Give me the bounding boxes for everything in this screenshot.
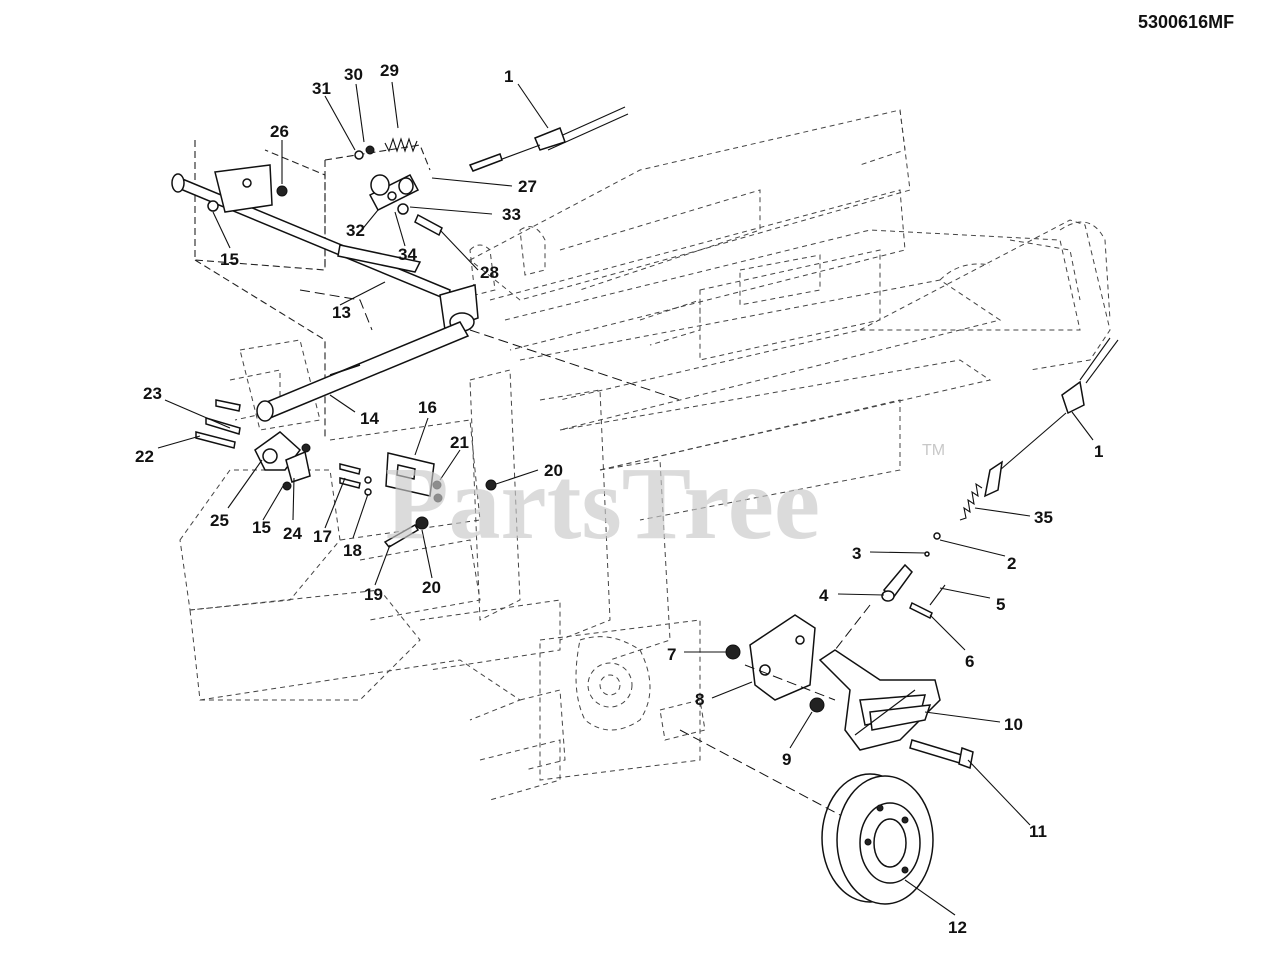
- callout-20-upper: 20: [544, 461, 563, 480]
- bracket-27: [368, 174, 443, 237]
- callout-27: 27: [518, 177, 537, 196]
- diagram-code: 5300616MF: [1138, 12, 1234, 32]
- callout-25: 25: [210, 511, 229, 530]
- callout-16: 16: [418, 398, 437, 417]
- callout-1-top: 1: [504, 67, 513, 86]
- cable-1-top: [468, 106, 629, 172]
- callout-labels: 1 29 30 31 26 27 33 32 34 28 15 13 14 23…: [135, 61, 1103, 937]
- callout-leaders: [157, 81, 1094, 916]
- callout-31: 31: [312, 79, 331, 98]
- callout-18: 18: [343, 541, 362, 560]
- brake-disc-12: [821, 773, 934, 905]
- nuts-upper: [207, 185, 288, 212]
- callout-11: 11: [1029, 822, 1047, 841]
- callout-10: 10: [1004, 715, 1023, 734]
- callout-21: 21: [450, 433, 469, 452]
- spring-35: [924, 482, 983, 557]
- callout-20-lower: 20: [422, 578, 441, 597]
- watermark-trademark: TM: [922, 442, 945, 459]
- shaft-14: [256, 289, 470, 422]
- callout-32: 32: [346, 221, 365, 240]
- bracket-8: [725, 614, 816, 701]
- callout-13: 13: [332, 303, 351, 322]
- callout-34: 34: [398, 245, 417, 264]
- callout-3: 3: [852, 544, 861, 563]
- alignment-lines: [469, 329, 871, 816]
- cable-1-right: [983, 337, 1119, 498]
- plate-16: [339, 452, 497, 548]
- callout-30: 30: [344, 65, 363, 84]
- callout-28: 28: [480, 263, 499, 282]
- spring-29: [354, 137, 418, 160]
- callout-29: 29: [380, 61, 399, 80]
- callout-15-lower: 15: [252, 518, 271, 537]
- watermark-text: PartsTree: [385, 446, 820, 561]
- callout-7: 7: [667, 645, 676, 664]
- callout-19: 19: [364, 585, 383, 604]
- callout-12: 12: [948, 918, 967, 937]
- callout-15-upper: 15: [220, 250, 239, 269]
- callout-35: 35: [1034, 508, 1053, 527]
- callout-17: 17: [313, 527, 332, 546]
- callout-2: 2: [1007, 554, 1016, 573]
- callout-23: 23: [143, 384, 162, 403]
- callout-8: 8: [695, 690, 704, 709]
- callout-33: 33: [502, 205, 521, 224]
- callout-9: 9: [782, 750, 791, 769]
- bolt-11: [909, 739, 974, 770]
- callout-22: 22: [135, 447, 154, 466]
- chassis-frame: [179, 109, 1111, 801]
- callout-6: 6: [965, 652, 974, 671]
- brake-assembly-10: [809, 649, 941, 751]
- assembly-frames: [194, 140, 431, 440]
- callout-24: 24: [283, 524, 302, 543]
- bracket-25: [195, 399, 311, 491]
- callout-26: 26: [270, 122, 289, 141]
- callout-5: 5: [996, 595, 1005, 614]
- callout-1-right: 1: [1094, 442, 1103, 461]
- clevis-4: [881, 563, 946, 620]
- callout-4: 4: [819, 586, 829, 605]
- callout-14: 14: [360, 409, 379, 428]
